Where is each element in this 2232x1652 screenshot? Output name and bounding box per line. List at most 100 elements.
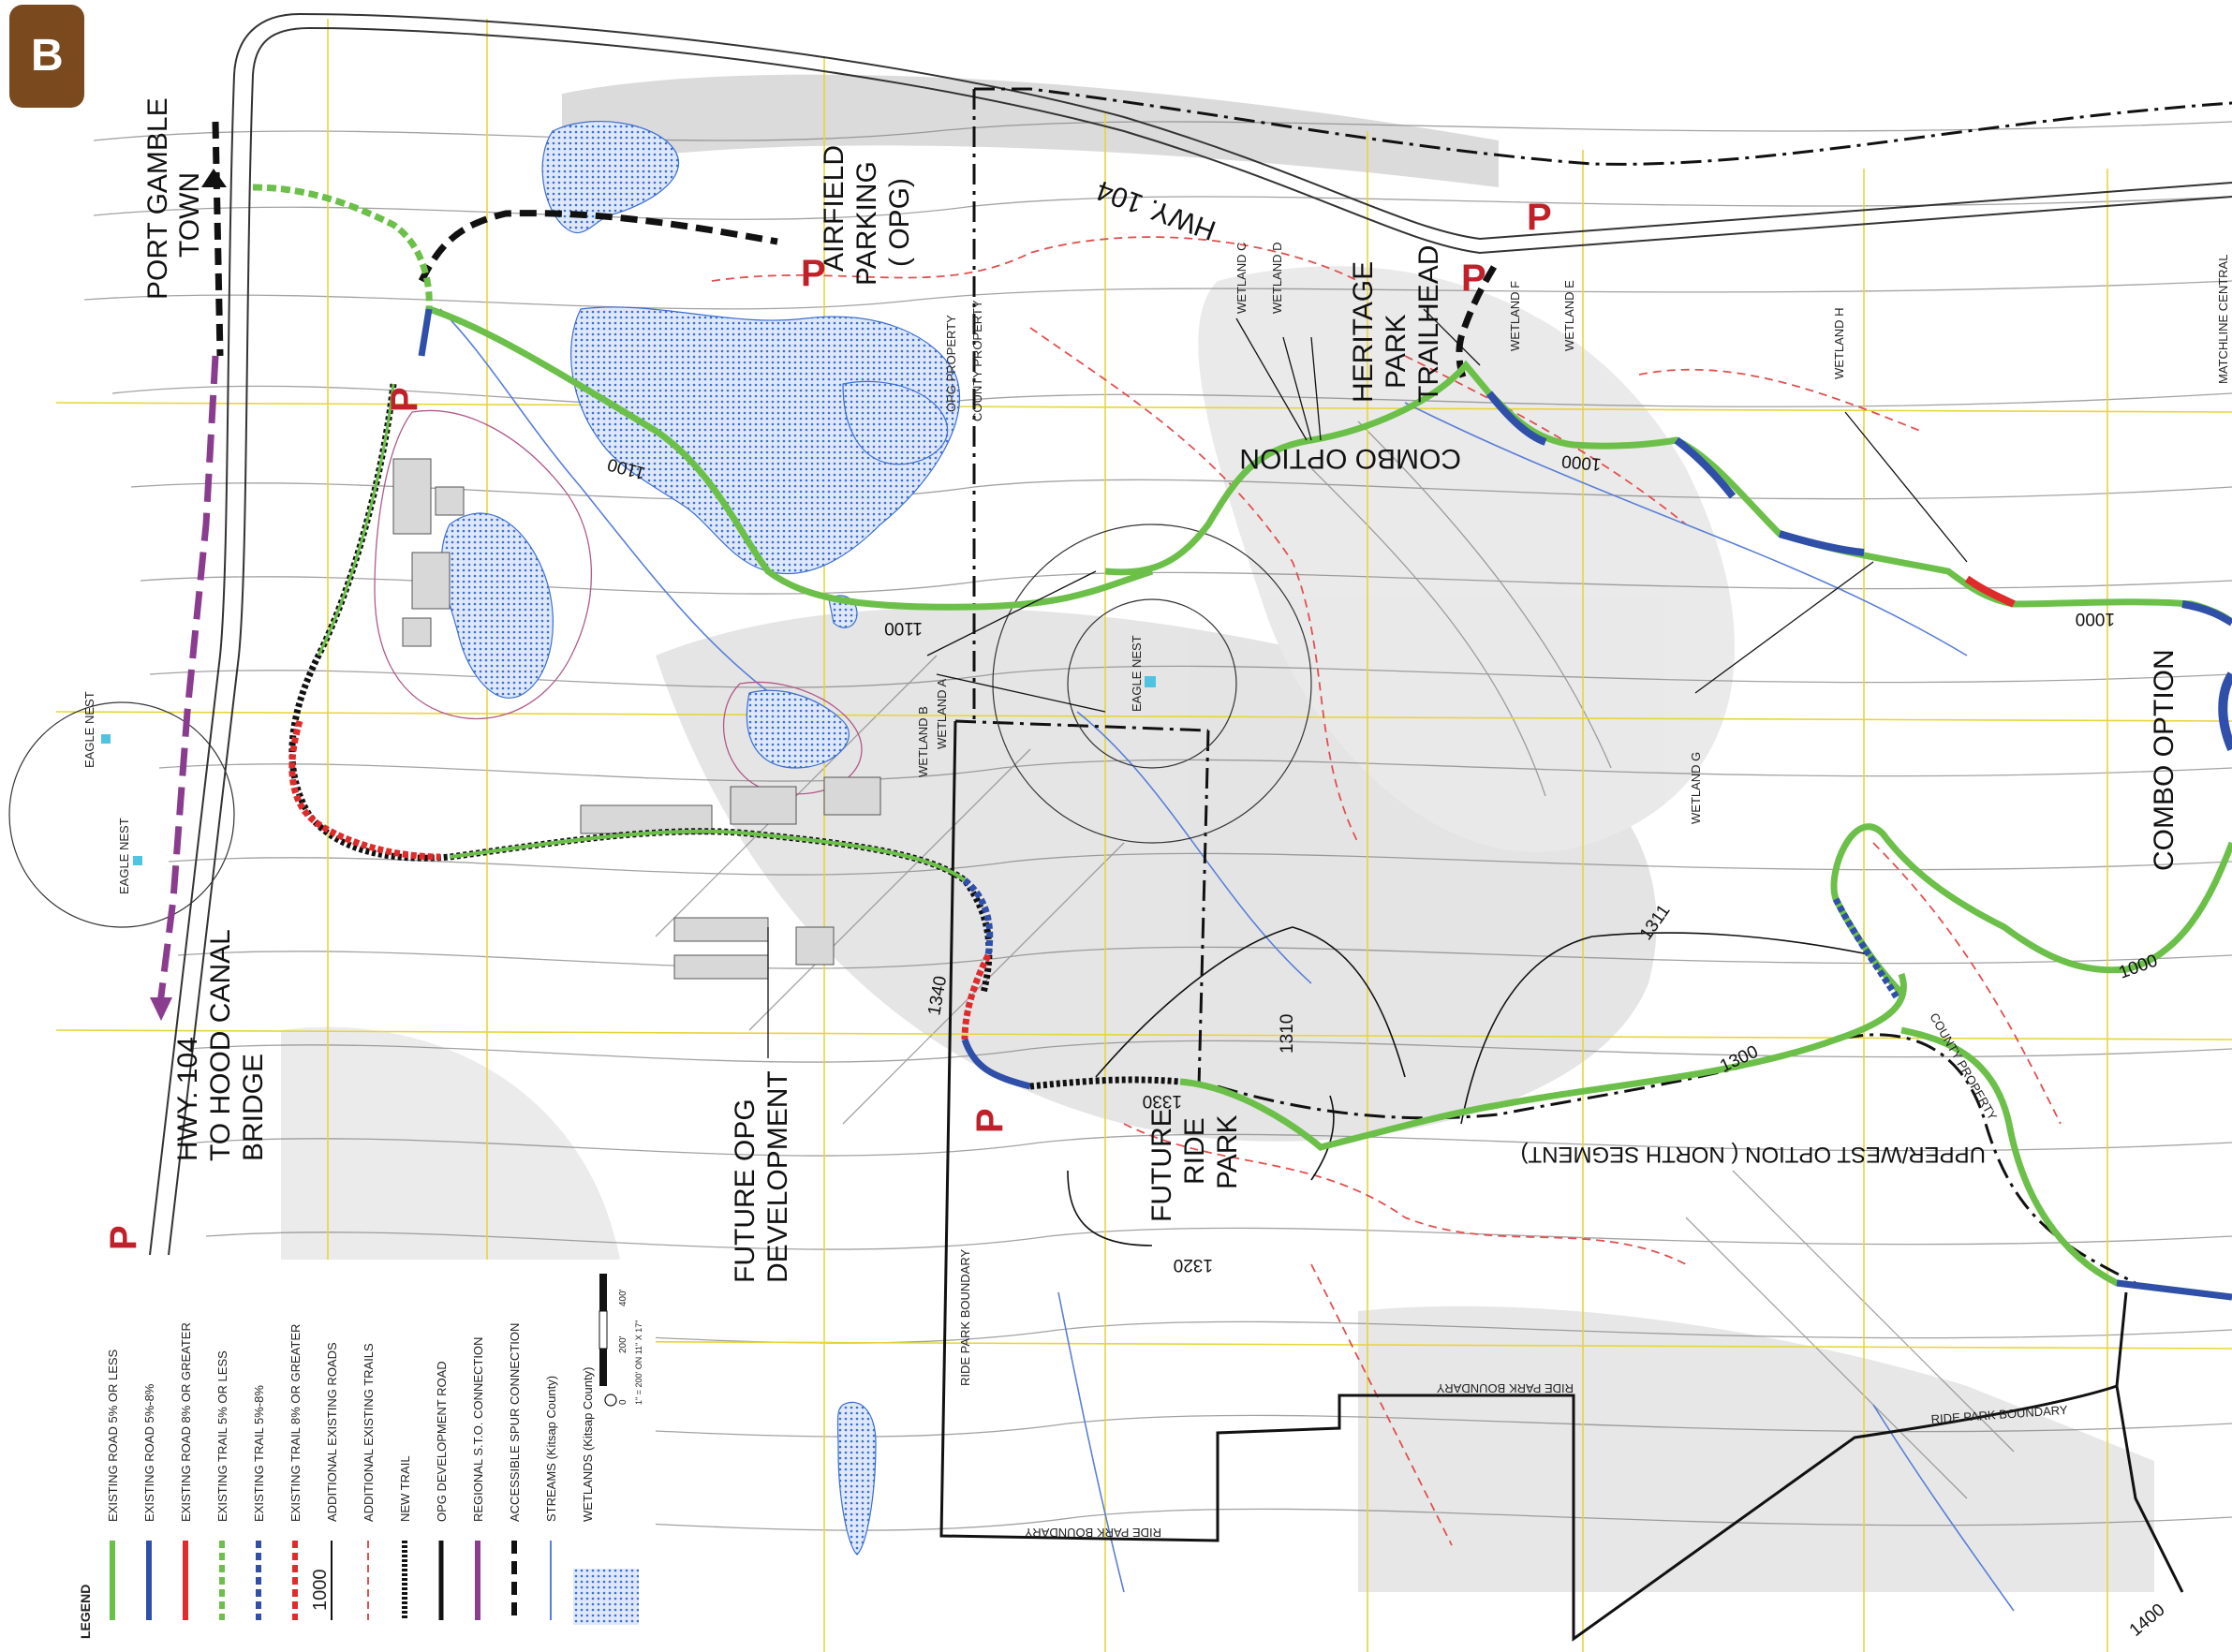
trail-num-1310: 1310	[1278, 1014, 1297, 1054]
legend-item-8: NEW TRAIL	[398, 1455, 412, 1522]
label-county-property: COUNTY PROPERTY	[970, 300, 984, 421]
label-wetland-g: WETLAND G	[1689, 752, 1703, 824]
label-eagle-nest-3: EAGLE NEST	[117, 818, 131, 894]
scale-tick-400: 400'	[618, 1289, 628, 1306]
label-ride-park-boundary-1: RIDE PARK BOUNDARY	[958, 1249, 972, 1386]
legend-item-1: EXISTING ROAD 5%-8%	[142, 1383, 156, 1522]
label-heritage: HERITAGE	[1348, 261, 1379, 403]
legend-item-2: EXISTING ROAD 8% OR GREATER	[179, 1322, 193, 1522]
label-development: DEVELOPMENT	[762, 1070, 793, 1283]
eagle-nest-markers	[101, 676, 1156, 865]
scale-tick-0: 0	[618, 1399, 628, 1405]
trail-1330-dotted	[1029, 1076, 1181, 1090]
label-eagle-nest-1: EAGLE NEST	[1130, 635, 1144, 712]
legend-item-5: EXISTING TRAIL 8% OR GREATER	[288, 1324, 303, 1522]
trail-1100-main	[427, 305, 1154, 611]
label-wetland-c: WETLAND C	[1234, 242, 1249, 314]
upper-west-blue	[2116, 1279, 2232, 1301]
combo-blue-2	[1674, 436, 1737, 499]
trail-west-green	[449, 829, 967, 882]
trail-1330-blue	[961, 1038, 1031, 1090]
label-ride: RIDE	[1179, 1117, 1210, 1185]
trail-1340-blue	[962, 878, 994, 956]
combo-option-trail	[1104, 360, 2232, 626]
label-bridge: BRIDGE	[238, 1054, 269, 1161]
legend-contour-sample: 1000	[310, 1570, 331, 1612]
label-wetland-b: WETLAND B	[916, 706, 930, 777]
legend-item-12: STREAMS (Kitsap County)	[544, 1376, 558, 1522]
label-wetland-f: WETLAND F	[1508, 281, 1522, 351]
scale-note: 1" = 200' ON 11" X 17"	[634, 1320, 643, 1405]
label-opg: ( OPG)	[884, 178, 915, 267]
legend-item-4: EXISTING TRAIL 5%-8%	[252, 1385, 266, 1522]
map-badge: B	[9, 5, 84, 108]
ride-park-boundary	[939, 720, 2184, 1642]
trail-num-1320: 1320	[1174, 1255, 1213, 1275]
regional-sto-connection	[155, 355, 219, 1012]
legend-item-3: EXISTING TRAIL 5% OR LESS	[215, 1350, 229, 1522]
legend-item-11: ACCESSIBLE SPUR CONNECTION	[508, 1323, 522, 1522]
trail-num-1000b: 1000	[2076, 609, 2115, 628]
legend: LEGEND 1000 EXISTING ROAD 5% OR LESS EXI…	[56, 1260, 656, 1652]
trail-1330-green	[1179, 972, 1907, 1151]
label-eagle-nest-2: EAGLE NEST	[82, 691, 96, 768]
label-wetland-h: WETLAND H	[1832, 307, 1846, 379]
scale-bar: 0 200' 400' 1" = 200' ON 11" X 17"	[599, 1274, 643, 1407]
combo-blue-1	[1486, 391, 1547, 446]
label-wetland-a: WETLAND A	[935, 679, 949, 749]
existing-trail-port-gamble	[252, 184, 433, 310]
legend-item-10: REGIONAL S.T.O. CONNECTION	[471, 1337, 485, 1522]
label-wetland-d: WETLAND D	[1270, 242, 1284, 314]
pointer-lines	[767, 308, 1968, 1058]
label-combo-option-2: COMBO OPTION	[2149, 649, 2180, 871]
label-trailhead: TRAILHEAD	[1413, 245, 1444, 403]
parking-ride-park: P	[969, 1108, 1011, 1133]
highway-104	[149, 12, 2232, 1256]
label-parking: PARKING	[851, 161, 882, 286]
combo-red-1	[1964, 575, 2016, 608]
trail-west-green-overlay	[317, 383, 395, 656]
trail-num-1100b: 1100	[884, 618, 923, 638]
parking-west: P	[384, 387, 425, 412]
label-future: FUTURE	[1146, 1108, 1177, 1222]
combo-blue-3	[1778, 530, 1865, 556]
parking-symbols: P P P P P P	[103, 197, 1552, 1250]
parking-southwest: P	[103, 1225, 144, 1250]
legend-item-0: EXISTING ROAD 5% OR LESS	[106, 1349, 120, 1522]
wetlands	[440, 121, 961, 1556]
trail-num-1000a: 1000	[1560, 450, 1602, 474]
trail-num-1330: 1330	[1143, 1091, 1182, 1111]
label-ride-park-boundary-2: RIDE PARK BOUNDARY	[1437, 1381, 1574, 1395]
label-to-hood-canal: TO HOOD CANAL	[205, 929, 236, 1161]
label-matchline: MATCHLINE CENTRAL	[2216, 255, 2230, 384]
terrain-shading	[281, 74, 2154, 1592]
sto-arrow-head	[150, 997, 172, 1021]
badge-letter: B	[31, 31, 64, 81]
combo-blue-4	[2181, 600, 2232, 627]
legend-item-13: WETLANDS (Kitsap County)	[581, 1367, 595, 1522]
legend-item-7: ADDITIONAL EXISTING TRAILS	[362, 1343, 376, 1522]
label-future-opg: FUTURE OPG	[730, 1099, 761, 1283]
trail-1340-red	[961, 953, 992, 1040]
parking-heritage: P	[1461, 258, 1486, 299]
label-hwy104-bottom: HWY. 104	[172, 1037, 203, 1161]
legend-title: LEGEND	[78, 1585, 93, 1639]
label-combo-option-1: COMBO OPTION	[1239, 443, 1461, 474]
label-ride-park: PARK	[1212, 1115, 1243, 1189]
label-wetland-e: WETLAND E	[1562, 280, 1576, 351]
scale-tick-200: 200'	[618, 1335, 628, 1353]
parking-hwy: P	[1527, 197, 1552, 238]
label-port-gamble: PORT GAMBLE	[142, 97, 173, 300]
additional-existing-roads	[1067, 926, 1874, 1246]
label-upper-west: UPPER/WEST OPTION ( NORTH SEGMENT)	[1521, 1142, 1986, 1167]
additional-existing-trails	[711, 236, 2062, 1546]
trail-1100-blue	[418, 308, 433, 357]
parking-airfield: P	[801, 253, 826, 294]
label-airfield: AIRFIELD	[819, 145, 850, 272]
combo-south-blue	[1832, 897, 1900, 999]
legend-item-6: ADDITIONAL EXISTING ROADS	[325, 1342, 339, 1522]
legend-item-9: OPG DEVELOPMENT ROAD	[435, 1361, 449, 1522]
trail-west-red	[288, 719, 441, 861]
label-ride-park-boundary-3: RIDE PARK BOUNDARY	[1025, 1526, 1161, 1540]
